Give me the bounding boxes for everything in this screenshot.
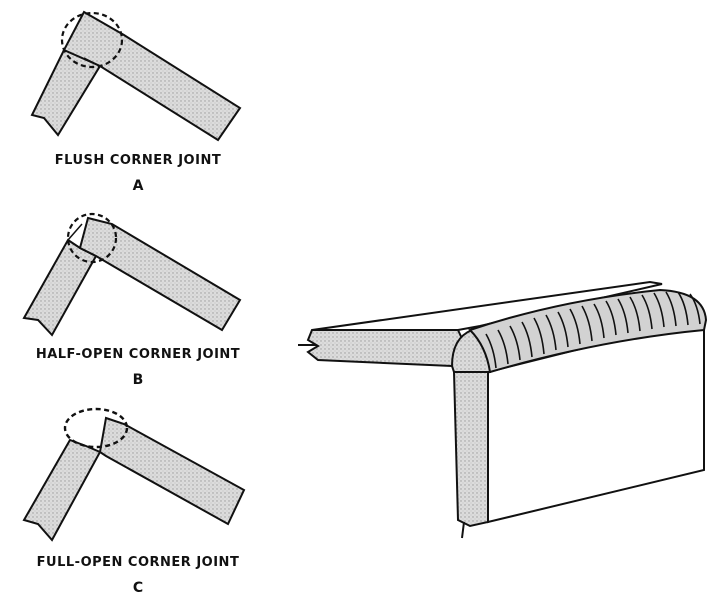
joint-c-label: FULL-OPEN CORNER JOINT bbox=[37, 555, 240, 570]
joint-c-letter: C bbox=[133, 580, 143, 596]
joint-a-label: FLUSH CORNER JOINT bbox=[55, 153, 221, 168]
joint-b-vertical-plate bbox=[22, 238, 98, 337]
joint-b-figure bbox=[22, 212, 242, 337]
vertical-plate-edge bbox=[452, 371, 489, 528]
perspective-weld-figure bbox=[298, 280, 708, 539]
joint-b-label: HALF-OPEN CORNER JOINT bbox=[36, 347, 240, 362]
joint-c-figure bbox=[22, 407, 246, 542]
joint-c-vertical-plate bbox=[22, 438, 102, 542]
top-plate-edge bbox=[306, 329, 472, 368]
joint-c-weld-circle bbox=[63, 407, 129, 449]
joint-c-horizontal-plate bbox=[98, 416, 246, 526]
joint-b-horizontal-plate bbox=[78, 216, 242, 332]
weld-ripples bbox=[485, 291, 701, 369]
joint-a-figure bbox=[30, 10, 242, 142]
joint-b-letter: B bbox=[133, 372, 144, 388]
weld-bead bbox=[468, 288, 708, 374]
joint-b-weld-circle bbox=[66, 212, 118, 264]
joint-a-weld-circle bbox=[60, 11, 124, 69]
joint-a-letter: A bbox=[133, 178, 144, 194]
joint-a-vertical-plate bbox=[30, 48, 102, 137]
